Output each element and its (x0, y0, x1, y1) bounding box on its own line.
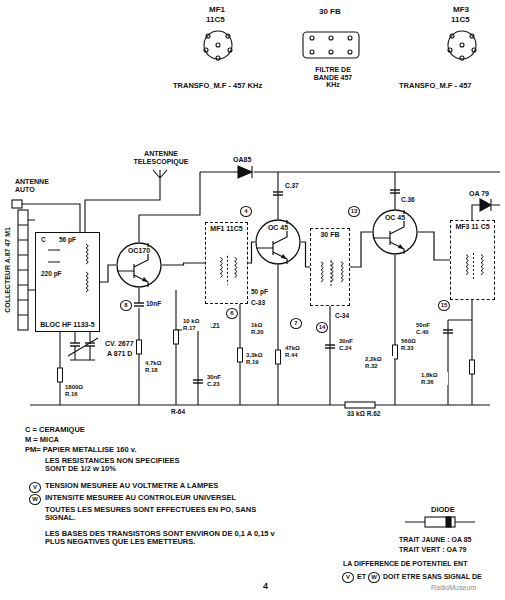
node-label: OC170 (127, 247, 151, 254)
node-label: OC 45 (384, 214, 406, 221)
annotation: DIODE (430, 506, 456, 514)
callout-number: 4 (240, 206, 252, 217)
annotation: 2,2kΩ R.32 (364, 356, 394, 369)
annotation: 10nF (145, 300, 162, 307)
if-transformer: MF3 11 C5 (450, 220, 495, 300)
annotation: TENSION MESUREE AU VOLTMETRE A LAMPES (44, 482, 219, 490)
node-label: 30 FB (319, 231, 340, 238)
annotation: FILTRE DE BANDE 457 KHz (306, 66, 360, 89)
annotation: A 871 D (106, 350, 133, 358)
annotation: TOUTES LES MESURES SONT EFFECTUEES EN PO… (44, 506, 261, 523)
node-label: MF1 11C5 (209, 225, 243, 232)
part-label: COLLECTEUR A.87 47 M1 (4, 226, 12, 314)
node-label: OC 45 (267, 224, 289, 231)
annotation: TRANSFO_M.F - 457 (398, 82, 473, 90)
annotation: 1800Ω R.16 (64, 384, 96, 397)
annotation: ET (356, 573, 367, 581)
annotation: MF3 (452, 6, 470, 15)
wire (301, 242, 310, 267)
component-drawing (451, 221, 494, 299)
annotation: LES RESISTANCES NON SPECIFIEES SONT DE 1… (44, 457, 196, 474)
annotation: 11C5 (205, 16, 226, 25)
annotation: PM= PAPIER METALLISE 160 v. (24, 446, 138, 454)
diode-symbol (405, 517, 475, 527)
wire (100, 265, 116, 282)
annotation: TRAIT JAUNE : OA 85 (398, 536, 472, 544)
wire (350, 232, 372, 267)
annotation: C (40, 236, 47, 243)
annotation: 1,8kΩ R.36 (420, 372, 448, 385)
transistor-symbol: OC 45 (255, 219, 301, 265)
annotation: 3,3kΩ R.19 (245, 352, 275, 365)
annotation: 4 (262, 582, 269, 592)
annotation: C.36 (400, 196, 416, 203)
annotation: 11C5 (450, 16, 471, 25)
watermark: RadioMuseum (430, 584, 477, 592)
callout-number: 6 (226, 308, 238, 319)
pinout-views (204, 31, 476, 60)
transistor-symbol: OC170 (116, 242, 162, 288)
callout-number: W (29, 494, 41, 505)
component-drawing (206, 223, 247, 303)
annotation: C-34 (334, 312, 350, 319)
annotation: TRAIT VERT : OA 79 (398, 546, 467, 554)
annotation: 50nF C.40 (415, 322, 443, 335)
annotation: C-33 (250, 299, 266, 306)
wire (248, 242, 255, 263)
node-label: BLOC HF 1133-5 (39, 321, 95, 328)
annotation: INTENSITE MESUREE AU CONTROLEUR UNIVERSE… (44, 494, 237, 502)
annotation: 30 FB (318, 8, 342, 17)
wire (418, 232, 450, 260)
hf-block: BLOC HF 1133-5 (35, 232, 100, 332)
annotation: M = MICA (24, 436, 60, 444)
wire (162, 263, 205, 265)
annotation: DOIT ETRE SANS SIGNAL DE (382, 573, 483, 581)
annotation: 1kΩ R.20 (250, 322, 276, 335)
component-drawing (311, 229, 349, 305)
callout-number: W (368, 572, 380, 583)
annotation: CV. 2677 (104, 340, 135, 348)
callout-number: V (29, 482, 41, 493)
components (58, 190, 475, 383)
annotation: 560Ω R.33 (400, 338, 428, 351)
annotation: LES BASES DES TRANSISTORS SONT ENVIRON D… (44, 530, 296, 547)
callout-number: 8 (120, 300, 132, 311)
annotation: R-64 (170, 408, 186, 415)
annotation: 10 kΩ R.17 (182, 318, 210, 331)
annotation: 50 pF (250, 288, 269, 295)
annotation: 4,7kΩ R.18 (144, 360, 174, 373)
annotation: 220 pF (40, 270, 63, 277)
callout-number: 13 (348, 206, 360, 217)
annotation: OA85 (232, 156, 252, 164)
annotation: TRANSFO_M.F - 457 KHz (172, 82, 263, 90)
annotation: 33 kΩ R.62 (346, 410, 381, 417)
callout-number: 7 (290, 318, 302, 329)
annotation: ANTENNE TELESCOPIQUE (128, 150, 194, 165)
annotation: LA DIFFERENCE DE POTENTIEL ENT (342, 560, 468, 568)
annotation: ANTENNE AUTO (14, 178, 56, 193)
annotation: OA 79 (468, 190, 490, 198)
band-filter: 30 FB (310, 228, 350, 306)
callout-number: 15 (438, 300, 450, 311)
if-transformer: MF1 11C5 (205, 222, 248, 304)
callout-number: V (342, 572, 354, 583)
annotation: 56 pF (58, 236, 77, 243)
annotation: 30nF C.23 (206, 374, 234, 387)
callout-number: 14 (316, 322, 328, 333)
annotation: 30nF C.24 (338, 338, 366, 351)
node-label: MF3 11 C5 (454, 223, 490, 230)
annotation: C.37 (284, 182, 300, 189)
annotation: C = CERAMIQUE (24, 426, 86, 434)
annotation: 47kΩ R.44 (284, 345, 312, 358)
component-drawing (36, 233, 99, 331)
annotation: MF1 (208, 6, 226, 15)
wiring (12, 166, 500, 408)
transistor-symbol: OC 45 (372, 209, 418, 255)
